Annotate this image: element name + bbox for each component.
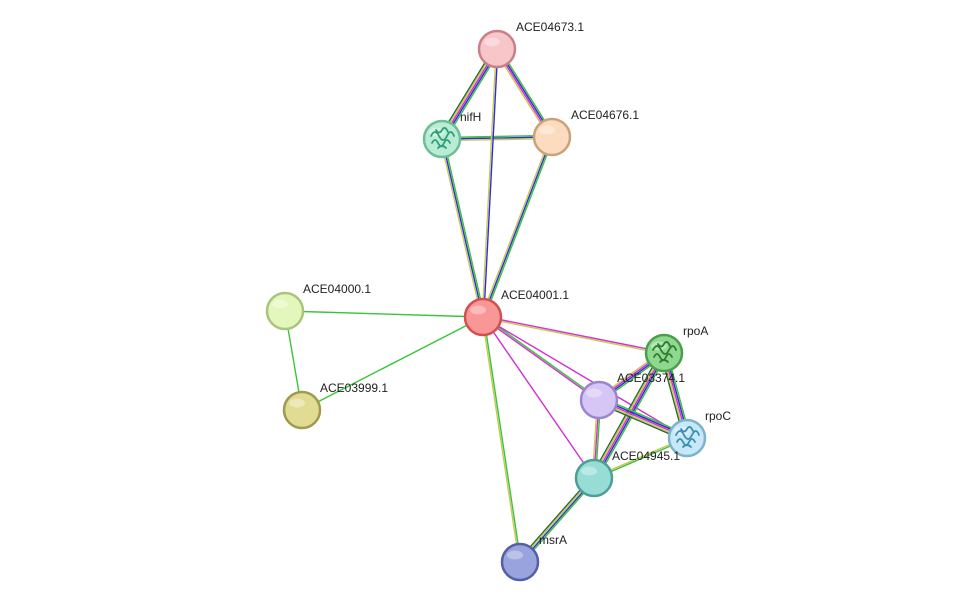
edge-strand [482,316,688,439]
node-label: ACE04673.1 [516,20,584,34]
node-highlight [586,388,602,398]
node-rpoa[interactable]: rpoA [644,324,708,373]
node-label: ACE03999.1 [320,381,388,395]
edge[interactable] [301,316,484,411]
node-ace04000-1[interactable]: ACE04000.1 [265,282,371,331]
edge[interactable] [439,138,486,318]
node-label: nifH [460,110,481,124]
structure-ribbon [657,341,671,348]
node-label: rpoC [705,409,731,423]
node-label: msrA [539,533,567,547]
node-highlight [289,398,305,408]
edge[interactable] [482,315,665,355]
node-circle[interactable] [463,297,503,337]
node-nifh[interactable]: nifH [422,110,481,159]
edge[interactable] [482,316,595,479]
edge-strand [482,317,664,355]
edge-strand [594,353,667,480]
node-ace03374-1[interactable]: ACE03374.1 [579,371,685,420]
node-highlight [272,299,288,309]
structure-ribbon [435,127,449,134]
node-label: ACE04945.1 [612,449,680,463]
edge-strand [480,136,552,317]
structure-ribbon [682,444,692,448]
edge[interactable] [482,316,688,439]
node-circle[interactable] [579,380,619,420]
protein-structure-icon [652,341,677,363]
edge-strand [483,316,522,562]
edge-strand [483,315,665,353]
node-ace03999-1[interactable]: ACE03999.1 [282,381,388,430]
node-label: ACE04001.1 [501,288,569,302]
edge-strand [284,310,484,318]
edge[interactable] [480,136,555,318]
node-label: ACE04000.1 [303,282,371,296]
node-circle[interactable] [282,390,322,430]
node-highlight [507,550,523,560]
node-ace04001-1[interactable]: ACE04001.1 [463,288,569,337]
edge-strand [481,48,497,317]
node-circle[interactable] [532,117,572,157]
protein-structure-icon [430,127,455,149]
structure-ribbon [430,131,455,141]
edge-strand [439,139,483,318]
node-ace04673-1[interactable]: ACE04673.1 [477,20,584,69]
node-highlight [470,305,486,315]
node-ace04945-1[interactable]: ACE04945.1 [574,449,680,498]
node-circle[interactable] [500,542,540,582]
node-circle[interactable] [477,29,517,69]
edge-strand [301,316,484,411]
edge-strand [483,315,600,400]
structure-ribbon [652,345,677,355]
node-highlight [539,125,555,135]
edge[interactable] [482,315,600,402]
node-highlight [484,37,500,47]
edge[interactable] [481,316,522,563]
node-label: ACE03374.1 [617,371,685,385]
edge-strand [483,137,555,318]
node-rpoc[interactable]: rpoC [667,409,731,458]
protein-structure-icon [675,426,700,448]
edge-strand [441,138,484,318]
node-highlight [581,466,597,476]
edge-strand [482,316,595,479]
edge-strand [482,136,553,318]
edge-strand [481,317,520,563]
node-msra[interactable]: msrA [500,533,567,582]
node-label: ACE04676.1 [571,108,639,122]
edge-strand [442,138,486,317]
structure-ribbon [659,359,669,363]
edge[interactable] [481,48,499,318]
structure-ribbon [437,145,447,149]
edge-strand [593,352,665,479]
structure-ribbon [675,430,700,440]
node-ace04676-1[interactable]: ACE04676.1 [532,108,639,157]
structure-ribbon [680,426,694,433]
node-circle[interactable] [265,291,305,331]
edge-strand [482,317,599,402]
node-label: rpoA [683,324,708,338]
edge-strand [483,49,499,318]
node-circle[interactable] [574,458,614,498]
edge[interactable] [284,310,484,318]
